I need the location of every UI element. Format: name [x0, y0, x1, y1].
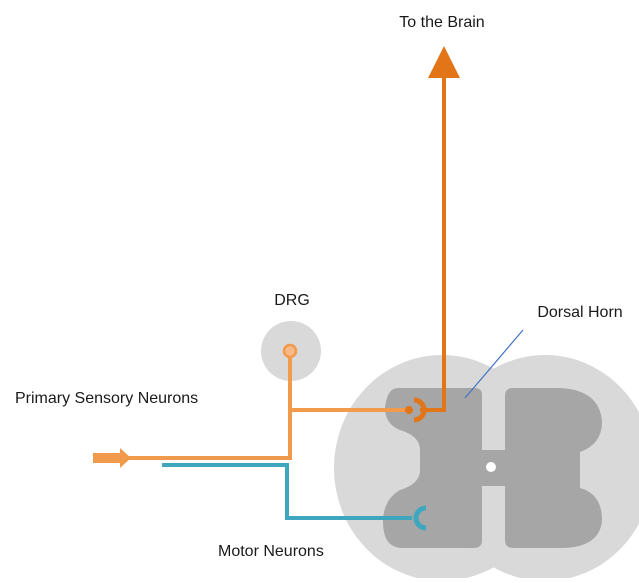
- motor-neurons-label: Motor Neurons: [218, 543, 324, 560]
- drg-label: DRG: [274, 292, 310, 309]
- drg-cell-body: [284, 345, 296, 357]
- sensory-terminal: [405, 406, 413, 414]
- dorsal-horn-label: Dorsal Horn: [537, 304, 622, 321]
- primary-sensory-label: Primary Sensory Neurons: [15, 390, 198, 407]
- central-canal: [486, 462, 496, 472]
- sensory-input-arrow: [93, 448, 131, 468]
- to-brain-label: To the Brain: [399, 14, 484, 31]
